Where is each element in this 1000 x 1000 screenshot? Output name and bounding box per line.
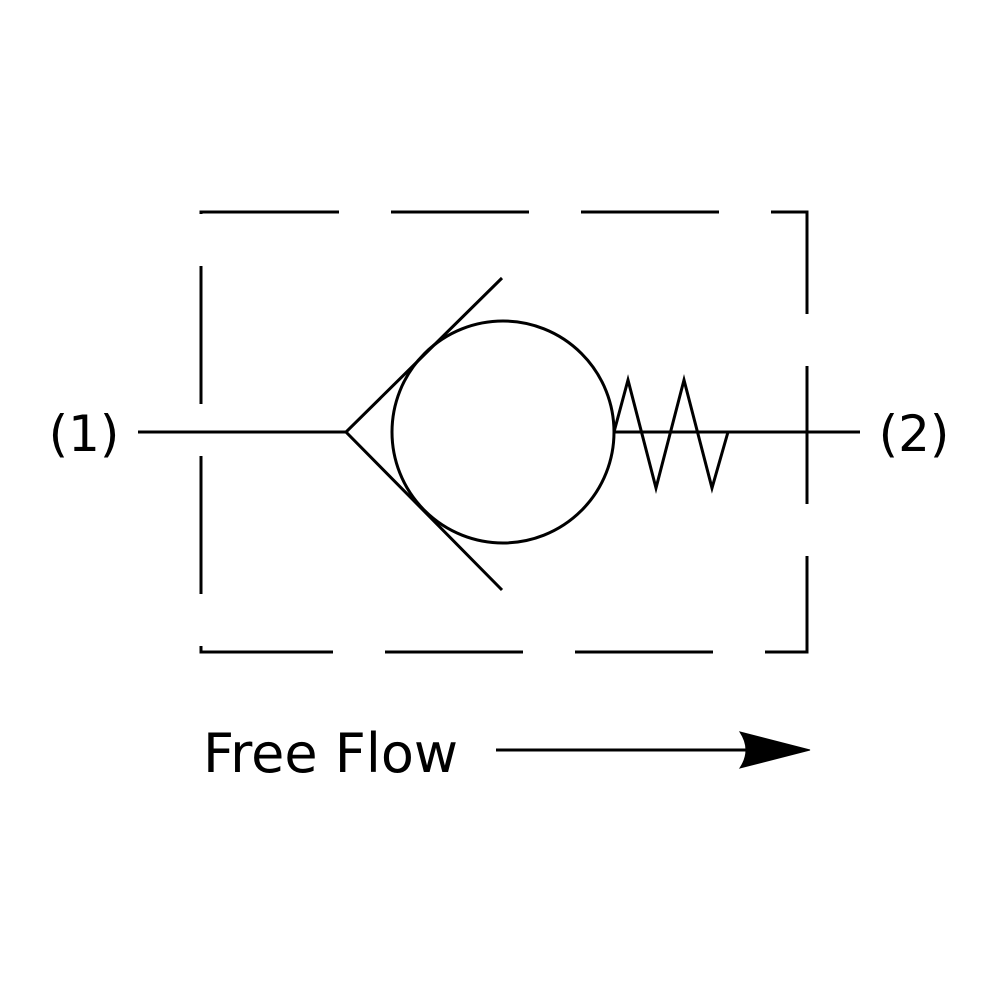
flow-arrow bbox=[496, 731, 811, 769]
spring bbox=[612, 374, 730, 494]
valve-seat bbox=[343, 276, 504, 592]
flow-arrowhead-icon bbox=[738, 731, 811, 769]
outlet-port-label: (2) bbox=[879, 405, 950, 463]
inlet-port-label: (1) bbox=[49, 405, 120, 463]
flow-direction-caption: Free Flow bbox=[203, 722, 458, 785]
check-ball bbox=[390, 319, 616, 545]
